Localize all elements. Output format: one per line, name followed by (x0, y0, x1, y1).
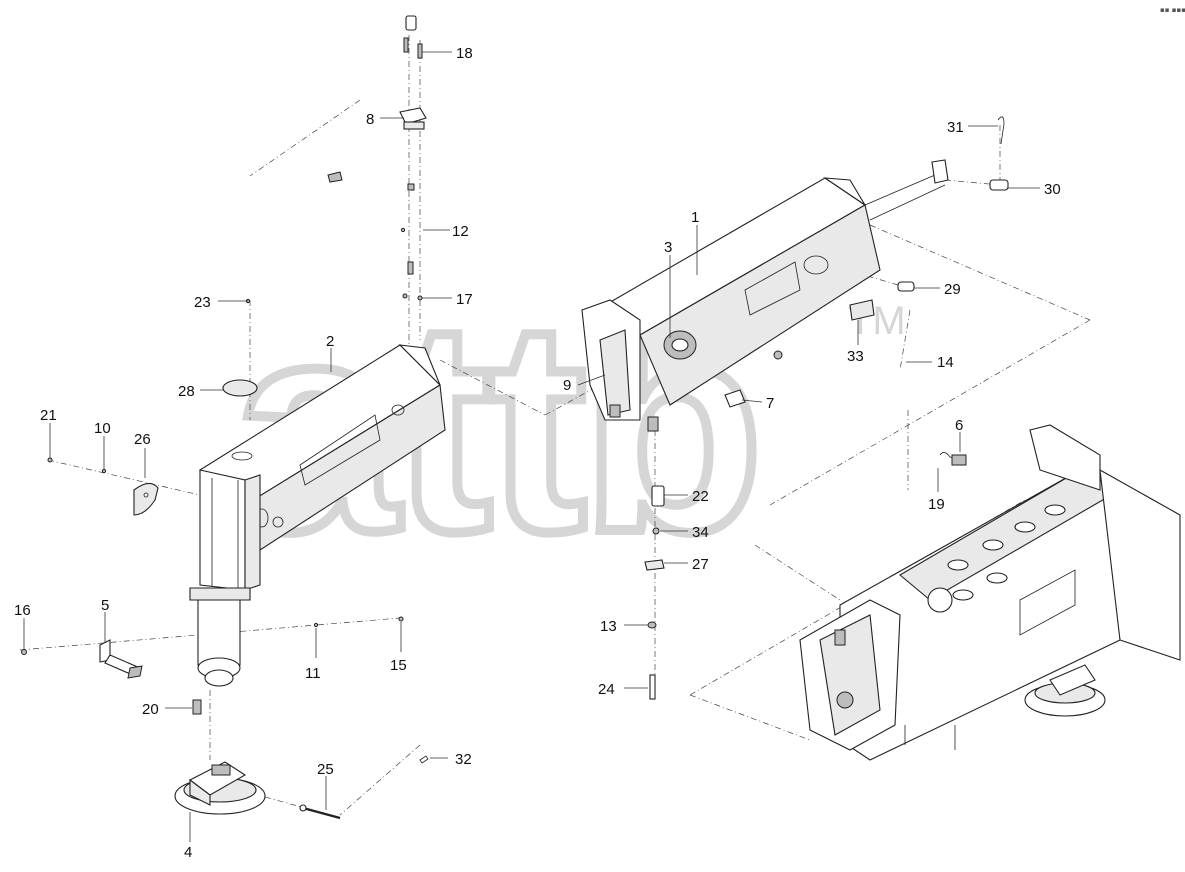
callout-34: 34 (692, 524, 709, 541)
callout-14: 14 (937, 354, 954, 371)
callout-2: 2 (326, 333, 334, 350)
callout-15: 15 (390, 657, 407, 674)
callout-29: 29 (944, 281, 961, 298)
callout-8: 8 (366, 111, 374, 128)
vehicle-frame (799, 424, 1181, 761)
callouts: 1 2 3 4 5 6 7 8 9 10 11 12 13 14 15 16 1… (14, 45, 1061, 861)
callout-13: 13 (600, 618, 617, 635)
callout-32: 32 (455, 751, 472, 768)
part-25-pin (299, 804, 341, 820)
callout-6: 6 (955, 417, 963, 434)
callout-19: 19 (928, 496, 945, 513)
part-26-plate (133, 482, 159, 516)
callout-21: 21 (40, 407, 57, 424)
callout-11: 11 (305, 665, 321, 682)
callout-3: 3 (664, 239, 672, 256)
callout-5: 5 (101, 597, 109, 614)
boom-right (581, 159, 949, 432)
callout-18: 18 (456, 45, 473, 62)
part-5-bracket (99, 639, 143, 679)
part-28-plate (222, 379, 258, 397)
callout-28: 28 (178, 383, 195, 400)
callout-25: 25 (317, 761, 334, 778)
callout-4: 4 (184, 844, 192, 861)
part-4-foot (174, 761, 266, 815)
callout-24: 24 (598, 681, 615, 698)
corner-mark: ▪▪ ▪▪▪ (1160, 6, 1185, 14)
callout-22: 22 (692, 488, 709, 505)
leader-lines (23, 51, 1040, 842)
hardware-bits (21, 15, 427, 715)
callout-12: 12 (452, 223, 469, 240)
part-32-clip (419, 755, 429, 764)
callout-1: 1 (691, 209, 699, 226)
boom-left (189, 344, 446, 687)
callout-33: 33 (847, 348, 864, 365)
callout-16: 16 (14, 602, 31, 619)
callout-7: 7 (766, 395, 774, 412)
callout-30: 30 (1044, 181, 1061, 198)
callout-26: 26 (134, 431, 151, 448)
right-hardware (644, 116, 1009, 700)
callout-10: 10 (94, 420, 111, 437)
callout-31: 31 (947, 119, 964, 136)
callout-23: 23 (194, 294, 211, 311)
callout-9: 9 (563, 377, 571, 394)
callout-27: 27 (692, 556, 709, 573)
callout-20: 20 (142, 701, 159, 718)
callout-17: 17 (456, 291, 473, 308)
assembly-lines (19, 35, 1091, 816)
